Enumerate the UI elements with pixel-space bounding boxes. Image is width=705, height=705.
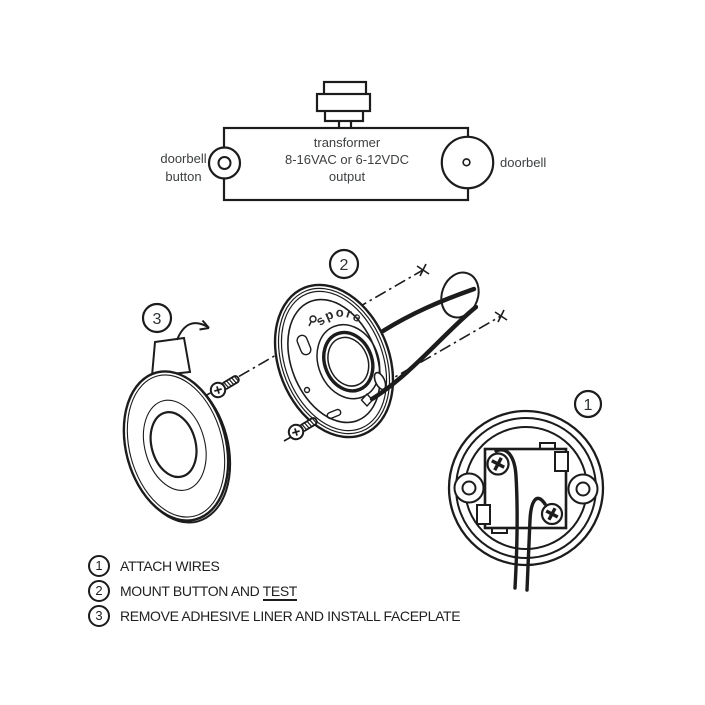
button-socket (316, 323, 381, 400)
doorbell-icon (440, 135, 495, 190)
doorbell-button-label: doorbell (160, 151, 206, 166)
ring-wires (369, 286, 479, 402)
mounting-screw-top (209, 375, 240, 399)
peel-arrow (176, 319, 210, 341)
legend-step-2-number: 2 (88, 579, 110, 602)
legend-step-3-text: REMOVE ADHESIVE LINER AND INSTALL FACEPL… (120, 607, 461, 624)
transformer-icon (315, 80, 372, 128)
doorbell-label: doorbell (500, 155, 546, 170)
terminal-screw-top (486, 452, 510, 476)
faceplate (122, 370, 232, 524)
callout-3: 3 (141, 302, 173, 334)
wiring-schematic-labels: doorbell button transformer 8-16VAC or 6… (160, 135, 546, 184)
legend-step-1: 1 ATTACH WIRES (88, 553, 460, 578)
svg-text:3: 3 (153, 311, 162, 328)
doorbell-button-label2: button (165, 169, 201, 184)
legend-step-3: 3 REMOVE ADHESIVE LINER AND INSTALL FACE… (88, 603, 461, 628)
legend-step-2-text: MOUNT BUTTON AND TEST (120, 582, 298, 601)
centerline-b (283, 309, 508, 442)
transformer-voltage-label: 8-16VAC or 6-12VDC (285, 152, 409, 167)
callout-2: 2 (328, 248, 360, 280)
terminal-screw-bottom (540, 502, 564, 526)
mounting-ear-right (567, 473, 599, 505)
svg-text:1: 1 (584, 397, 593, 414)
terminal-wires (494, 448, 547, 592)
adhesive-liner-tab (150, 336, 192, 378)
mounting-ring-assembly: spore (199, 248, 508, 442)
legend: 1 ATTACH WIRES 2 MOUNT BUTTON AND TEST 3… (88, 553, 461, 628)
legend-step-3-number: 3 (88, 604, 110, 627)
svg-text:2: 2 (340, 257, 349, 274)
legend-step-2: 2 MOUNT BUTTON AND TEST (88, 578, 460, 603)
wiring-schematic (207, 80, 495, 202)
transformer-output-label: output (329, 169, 366, 184)
button-back-assembly: 1 (447, 389, 605, 592)
mounting-ear-left (453, 472, 485, 504)
faceplate-assembly: 3 (122, 302, 232, 524)
legend-step-1-number: 1 (88, 554, 110, 577)
doorbell-button-icon (207, 146, 242, 180)
transformer-label: transformer (314, 135, 381, 150)
mounting-screw-bottom (287, 417, 318, 441)
callout-1: 1 (573, 389, 603, 419)
mounting-ring (273, 283, 395, 439)
legend-step-1-text: ATTACH WIRES (120, 557, 220, 574)
